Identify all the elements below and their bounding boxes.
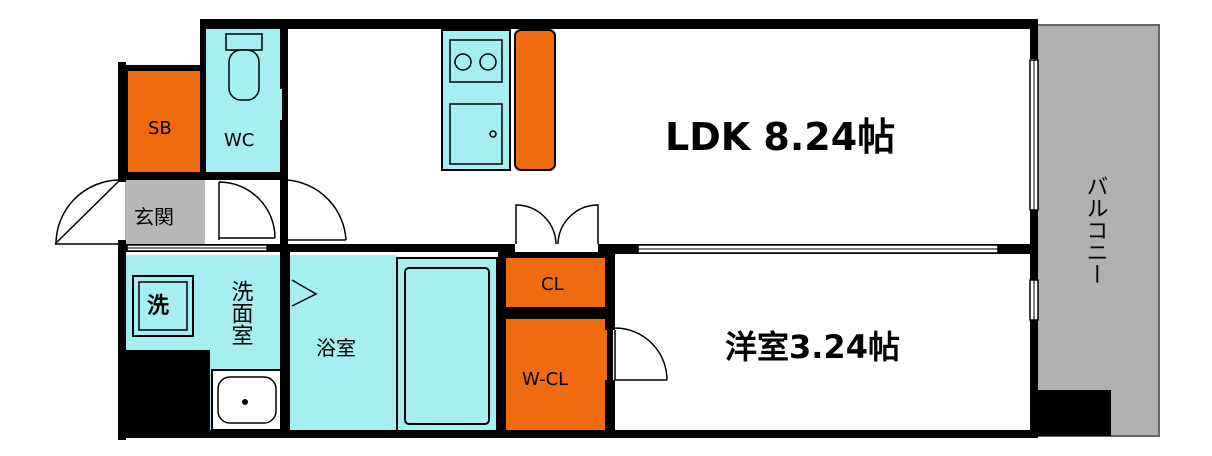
sink-icon	[449, 103, 503, 165]
walls	[118, 19, 1038, 440]
sb-label: SB	[148, 118, 172, 139]
toilet-icon	[225, 33, 263, 101]
western-room-label: 洋室3.24帖	[725, 328, 900, 366]
washroom-wall-block	[120, 350, 210, 438]
balcony-area	[1034, 24, 1160, 437]
washbasin-icon	[211, 369, 283, 431]
ldk-floor	[288, 28, 1033, 250]
bathroom-floor	[290, 255, 397, 433]
entrance-floor	[125, 178, 205, 244]
balcony-label: バルコニー	[1083, 175, 1108, 285]
bathroom-label: 浴室	[316, 336, 356, 360]
ldk-label: LDK 8.24帖	[665, 115, 895, 159]
washer-label: 洗	[147, 294, 169, 319]
western-room-floor	[615, 258, 1033, 430]
sliding-door-icon	[637, 244, 999, 254]
kitchen-storage	[514, 29, 556, 171]
sliding-window-icon	[1029, 59, 1039, 321]
swing-door-icon	[54, 179, 668, 381]
cl-storage	[500, 252, 613, 313]
wcl-label: W-CL	[522, 369, 568, 390]
sb-storage	[122, 65, 208, 178]
wc-label: WC	[224, 130, 254, 151]
entrance-label: 玄関	[134, 205, 174, 229]
balcony-wall-block	[1035, 390, 1111, 436]
kitchen-counter	[441, 29, 511, 171]
washroom-label: 洗面室	[228, 280, 254, 346]
cl-label: CL	[541, 274, 564, 295]
stove-icon	[449, 39, 503, 83]
